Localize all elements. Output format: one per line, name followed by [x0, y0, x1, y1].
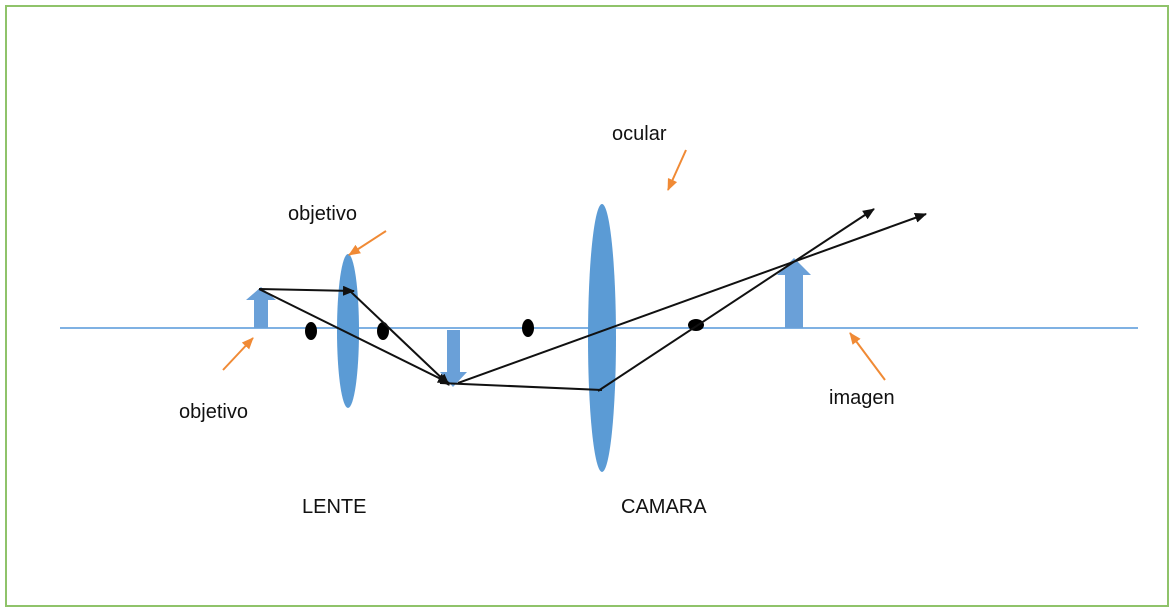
ray-camera-refracted [597, 208, 875, 392]
ray-through-center [457, 213, 927, 384]
pointer-imagen [849, 332, 886, 381]
ray-to-camera-lens [439, 382, 603, 391]
diagram-frame [5, 5, 1169, 607]
ray-through-focal [258, 288, 450, 384]
intermediate-image-arrow [440, 330, 467, 387]
label-ocular: ocular [612, 123, 667, 145]
focal-point-1 [305, 322, 317, 340]
label-objetivo-top: objetivo [288, 203, 357, 225]
label-objetivo-bottom: objetivo [179, 401, 248, 423]
object-arrow [246, 287, 276, 328]
pointer-objetivo-top [348, 230, 387, 256]
focal-point-2 [377, 322, 389, 340]
label-camara: CAMARA [621, 496, 707, 518]
final-image-arrow [777, 258, 811, 328]
label-lente: LENTE [302, 496, 366, 518]
pointer-objetivo-bottom [222, 337, 254, 371]
camera-lens [588, 204, 616, 472]
focal-point-3 [522, 319, 534, 337]
ray-parallel-to-lens [258, 285, 355, 296]
ray-refracted-lens [349, 290, 450, 386]
objective-lens [337, 254, 359, 408]
label-imagen: imagen [829, 387, 895, 409]
pointer-ocular [667, 149, 687, 191]
